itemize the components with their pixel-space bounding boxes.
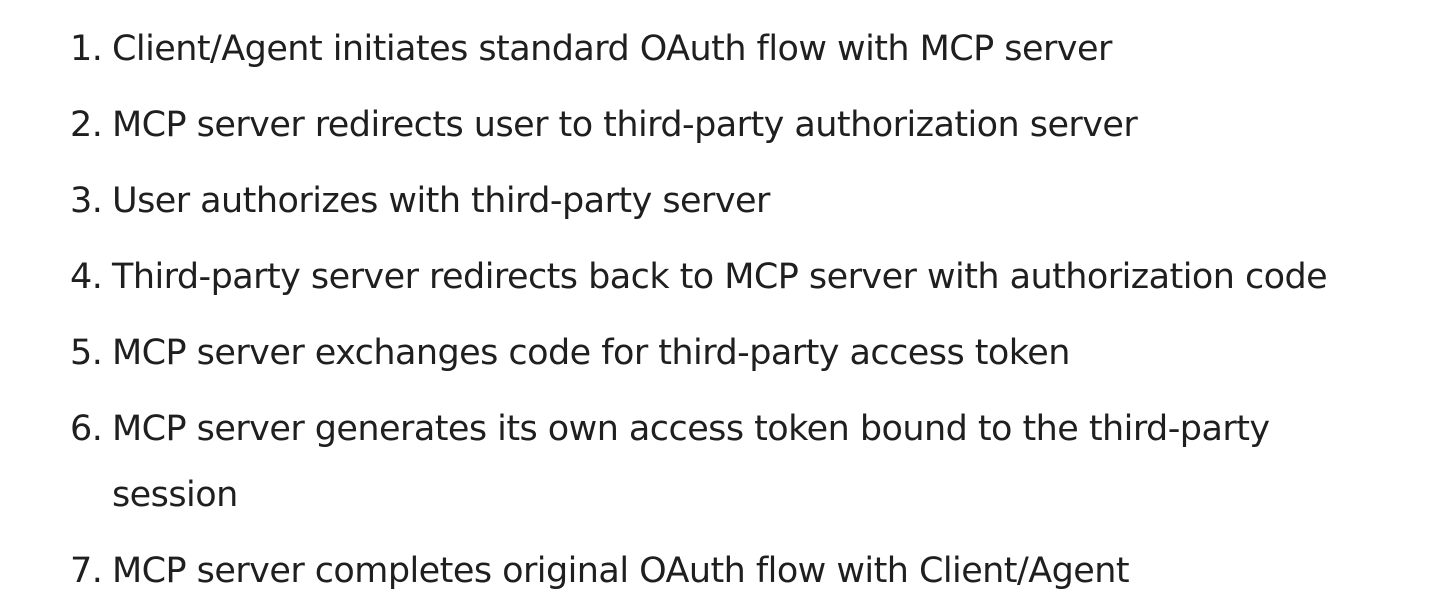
list-item-6: 6. MCP server generates its own access t…: [70, 396, 1420, 528]
list-item-7: 7. MCP server completes original OAuth f…: [70, 538, 1420, 604]
list-item-number: 1.: [70, 29, 103, 69]
list-item-2: 2. MCP server redirects user to third-pa…: [70, 92, 1420, 158]
list-item-number: 3.: [70, 181, 103, 221]
list-item-number: 2.: [70, 105, 103, 145]
list-item-text: Client/Agent initiates standard OAuth fl…: [112, 29, 1112, 69]
list-item-number: 5.: [70, 333, 103, 373]
list-item-text: MCP server exchanges code for third-part…: [112, 333, 1070, 373]
list-item-text: MCP server redirects user to third-party…: [112, 105, 1138, 145]
list-item-text: MCP server generates its own access toke…: [112, 409, 1270, 515]
list-item-5: 5. MCP server exchanges code for third-p…: [70, 320, 1420, 386]
list-item-number: 7.: [70, 551, 103, 591]
list-item-4: 4. Third-party server redirects back to …: [70, 244, 1420, 310]
list-item-number: 6.: [70, 409, 103, 449]
list-item-text: User authorizes with third-party server: [112, 181, 770, 221]
list-item-text: Third-party server redirects back to MCP…: [112, 257, 1328, 297]
list-item-text: MCP server completes original OAuth flow…: [112, 551, 1130, 591]
list-item-number: 4.: [70, 257, 103, 297]
ordered-list: 1. Client/Agent initiates standard OAuth…: [70, 16, 1420, 614]
list-item-3: 3. User authorizes with third-party serv…: [70, 168, 1420, 234]
list-item-1: 1. Client/Agent initiates standard OAuth…: [70, 16, 1420, 82]
